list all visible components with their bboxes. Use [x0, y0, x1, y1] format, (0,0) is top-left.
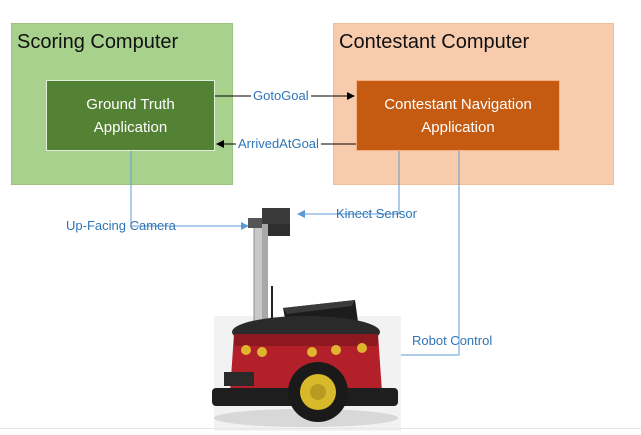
robot-illustration: [212, 208, 401, 431]
up-facing-camera-connector: [130, 151, 249, 230]
kinect-sensor-label: Kinect Sensor: [336, 206, 417, 221]
arrived-at-goal-label: ArrivedAtGoal: [236, 136, 321, 151]
page-baseline: [0, 428, 641, 429]
robot-control-label: Robot Control: [412, 333, 493, 348]
scoring-computer-title: Scoring Computer: [17, 31, 179, 53]
kinect-sensor-connector: [297, 151, 400, 218]
goto-goal-label: GotoGoal: [251, 88, 311, 103]
ground-truth-app-line1: Ground Truth: [86, 95, 175, 113]
up-facing-camera-label: Up-Facing Camera: [66, 218, 176, 233]
ground-truth-application-box: Ground Truth Application: [46, 80, 215, 151]
ground-truth-app-line2: Application: [93, 118, 168, 136]
contestant-nav-app-line1: Contestant Navigation: [384, 95, 532, 113]
contestant-navigation-application-box: Contestant Navigation Application: [356, 80, 560, 151]
contestant-nav-app-line2: Application: [421, 118, 495, 136]
contestant-computer-title: Contestant Computer: [339, 31, 530, 53]
